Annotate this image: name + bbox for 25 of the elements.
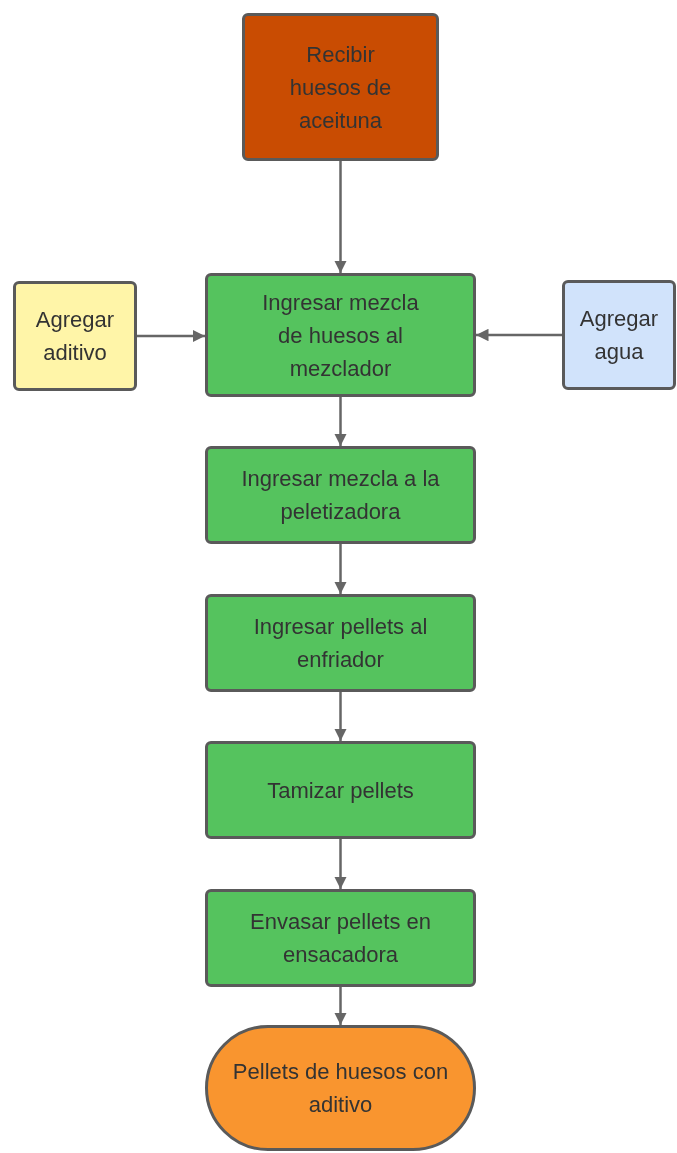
node-label: Ingresar mezcla de huesos al mezclador bbox=[261, 288, 420, 383]
input-box bbox=[562, 280, 676, 390]
arrow bbox=[334, 987, 347, 1025]
process-box bbox=[205, 741, 476, 839]
arrow bbox=[334, 397, 347, 446]
process-box bbox=[205, 446, 476, 544]
node-label: Ingresar pellets al enfriador bbox=[252, 613, 429, 674]
arrow bbox=[334, 161, 347, 273]
node-label: Agregar aditivo bbox=[34, 306, 116, 367]
arrow bbox=[334, 839, 347, 889]
node-label: Pellets de huesos con aditivo bbox=[232, 1058, 449, 1119]
node-label: Tamizar pellets bbox=[267, 776, 414, 805]
node-label: Ingresar mezcla a la peletizadora bbox=[240, 465, 441, 526]
arrow bbox=[334, 692, 347, 741]
node-label: Agregar agua bbox=[578, 305, 660, 366]
process-box bbox=[205, 889, 476, 987]
node-label: Recibir huesos de aceituna bbox=[288, 40, 393, 135]
arrow bbox=[334, 544, 347, 594]
process-box bbox=[205, 273, 476, 397]
input-box bbox=[13, 281, 137, 391]
process-box bbox=[205, 594, 476, 692]
node-label: Envasar pellets en ensacadora bbox=[249, 908, 432, 969]
arrow bbox=[137, 329, 205, 343]
start-box bbox=[242, 13, 439, 161]
arrow bbox=[476, 328, 562, 342]
